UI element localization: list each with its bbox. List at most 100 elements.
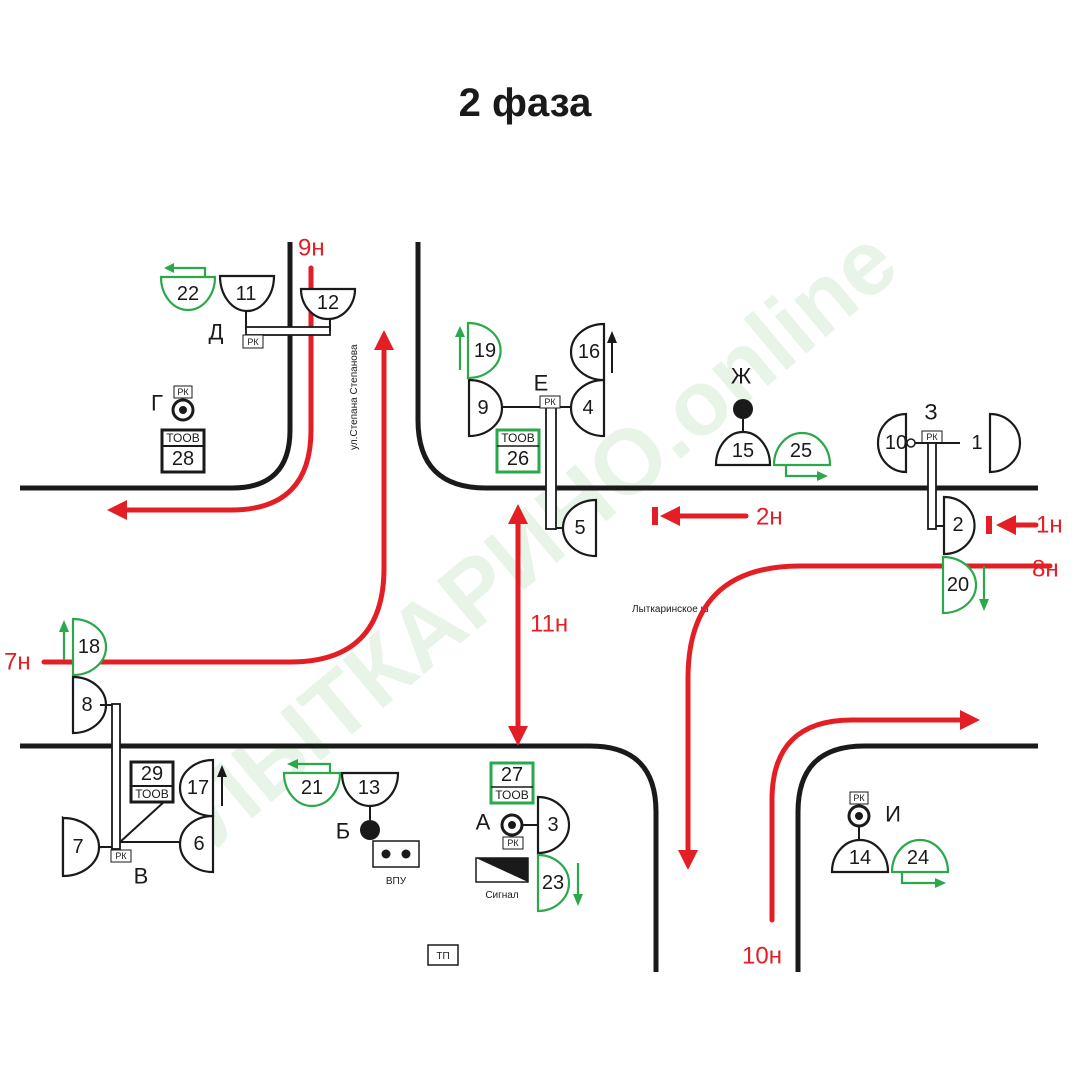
pole-a-group: 27 ТООВ А РК 3 23 Сигнал — [475, 761, 583, 913]
pole-d-group: РК Д 11 12 22 — [159, 263, 357, 349]
signal-2 — [942, 495, 976, 556]
pole-i-group: РК И 14 24 — [830, 791, 950, 888]
signal-label-21: 23 — [542, 872, 564, 894]
toov-26 — [495, 428, 541, 474]
flow-label-2n: 2н — [756, 504, 783, 531]
signal-5 — [561, 498, 598, 558]
flow-8n-path — [678, 563, 1053, 870]
signal-4 — [569, 378, 606, 438]
rk-label: РК — [115, 851, 127, 861]
flow-10n-path — [769, 710, 980, 923]
signal-21 — [536, 853, 571, 913]
signal-label-19: 19 — [474, 340, 496, 362]
pole-b-group: 21 13 Б ВПУ — [282, 759, 420, 887]
pole-v-group: 18 8 РК В 7 6 17 29 ТООВ — [59, 617, 227, 889]
signal-22 — [159, 275, 217, 312]
flow-label-11n: 11н — [530, 611, 568, 638]
signal-12 — [299, 287, 357, 321]
street-name-vertical: ул.Степана Степанова — [349, 344, 360, 450]
signal-label-18: 18 — [78, 636, 100, 658]
signal-label-12: 12 — [317, 292, 339, 314]
signal-label-16: 16 — [578, 341, 600, 363]
pole-zh-group: Ж 15 25 — [714, 364, 832, 481]
toov-number-29: 29 — [141, 763, 163, 785]
vpu-box — [372, 840, 420, 868]
pole-label-a: А — [476, 810, 491, 835]
toov-number-26: 26 — [507, 448, 529, 470]
signal-label-15: 15 — [732, 440, 754, 462]
signal-24 — [890, 838, 950, 874]
flow-label-9n: 9н — [298, 235, 325, 262]
signal-label-11: 11 — [236, 283, 257, 305]
signal-17 — [178, 758, 215, 818]
signal-8 — [71, 675, 108, 735]
flow-7n-path — [41, 330, 394, 665]
signal-label-13: 13 — [358, 777, 380, 799]
signal-label-25: 25 — [790, 440, 812, 462]
flow-label-7n: 7н — [4, 649, 31, 676]
rk-label: РК — [177, 387, 189, 397]
signal-label-9: 9 — [477, 397, 488, 419]
pole-label-b: Б — [336, 819, 350, 844]
road-edges — [20, 242, 1038, 972]
signal-23 — [282, 771, 342, 808]
signal-25 — [772, 431, 832, 467]
rk-label: РК — [926, 432, 938, 442]
signal-1 — [988, 412, 1022, 474]
pole-label-e: Е — [534, 371, 549, 396]
signal-19 — [466, 321, 502, 380]
flow-label-8n: 8н — [1032, 556, 1059, 583]
signal-label-1: 1 — [971, 432, 982, 454]
pole-label-v: В — [134, 864, 149, 889]
signal-label-14: 14 — [849, 847, 871, 869]
signal-device-label: Сигнал — [485, 890, 519, 901]
street-name-horizontal: Лыткаринское ш — [632, 604, 709, 615]
signal-label-23: 21 — [301, 777, 323, 799]
signal-15 — [714, 430, 772, 467]
traffic-flows — [41, 265, 1053, 923]
toov-29 — [129, 760, 175, 804]
rk-label: РК — [544, 397, 556, 407]
signal-20 — [941, 555, 978, 615]
signal-label-20: 20 — [947, 574, 969, 596]
signal-10 — [876, 412, 908, 474]
toov-label: ТООВ — [501, 431, 534, 445]
signal-label-10: 10 — [885, 432, 907, 454]
rk-label: РК — [853, 793, 865, 803]
pole-label-zh: Ж — [731, 364, 752, 389]
toov-28 — [160, 428, 206, 474]
toov-label: ТООВ — [135, 787, 168, 801]
signal-label-5: 5 — [574, 517, 585, 539]
signal-13 — [340, 771, 400, 808]
tp-box — [427, 944, 459, 966]
pole-label-d: Д — [209, 320, 224, 345]
pole-g-group: РК Г ТООВ 28 — [151, 385, 206, 474]
pole-label-i: И — [885, 802, 901, 827]
signal-label-24: 24 — [907, 847, 929, 869]
pole-label-z: З — [924, 400, 937, 425]
signal-label-6: 6 — [193, 833, 204, 855]
signal-label-2: 2 — [952, 514, 963, 536]
signal-label-8: 8 — [81, 694, 92, 716]
watermark: ЛЫТКАРИНО.online — [164, 209, 915, 863]
signal-9 — [467, 378, 504, 438]
pole-e-group: РК Е 9 19 4 16 5 ТООВ 26 — [455, 321, 617, 558]
toov-number-28: 28 — [172, 448, 194, 470]
vpu-label: ВПУ — [386, 876, 407, 887]
toov-27 — [489, 761, 535, 805]
flow-9n-path — [107, 265, 314, 520]
flow-label-10n: 10н — [742, 943, 782, 970]
signal-label-17: 17 — [187, 777, 209, 799]
toov-label: ТООВ — [166, 431, 199, 445]
rk-label: РК — [247, 337, 259, 347]
pole-label-g: Г — [151, 391, 163, 416]
toov-number-27: 27 — [501, 764, 523, 786]
signal-6 — [178, 814, 215, 874]
signal-label-4: 4 — [582, 397, 593, 419]
signal-label-7: 7 — [72, 836, 83, 858]
signal-label-22: 22 — [177, 283, 199, 305]
flow-label-1n: 1н — [1036, 512, 1063, 539]
signal-16 — [569, 322, 606, 382]
signal-label-3: 3 — [547, 814, 558, 836]
